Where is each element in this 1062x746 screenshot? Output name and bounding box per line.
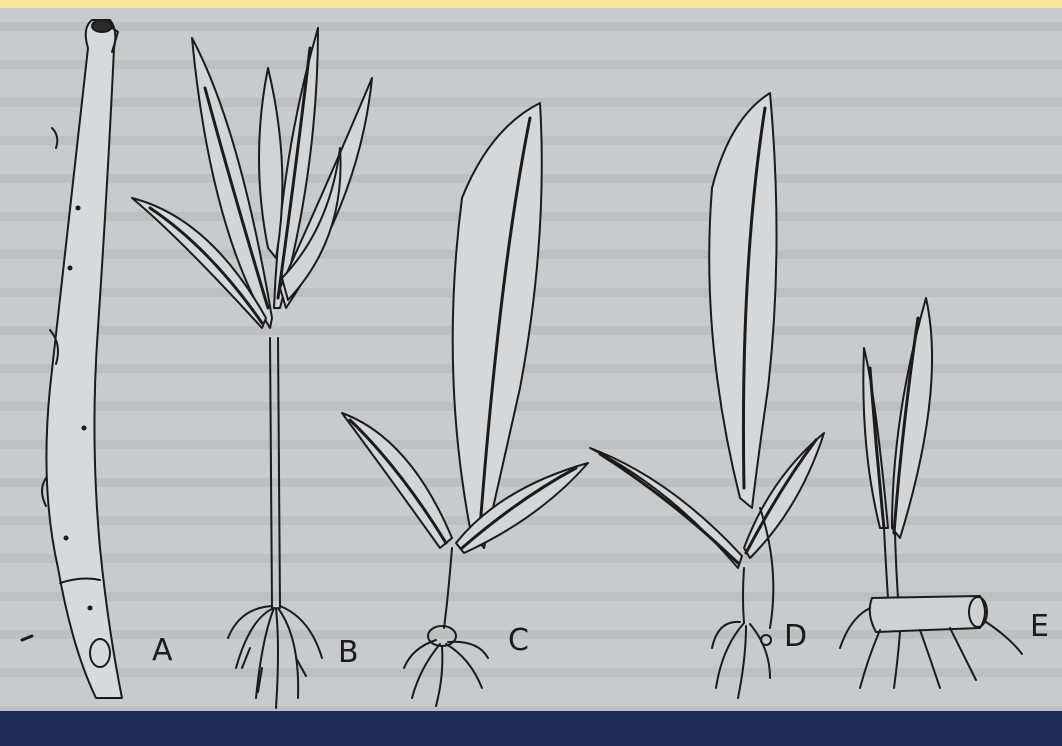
illustration-plate: A B C D E [0,8,1062,711]
top-accent-band [0,0,1062,8]
panel-label-c: C [508,626,529,656]
line-drawing [0,8,1062,711]
bottom-frame-band [0,711,1062,746]
panel-label-a: A [152,636,173,666]
panel-label-b: B [338,638,359,668]
panel-label-e: E [1030,612,1049,642]
panel-label-d: D [784,622,807,652]
